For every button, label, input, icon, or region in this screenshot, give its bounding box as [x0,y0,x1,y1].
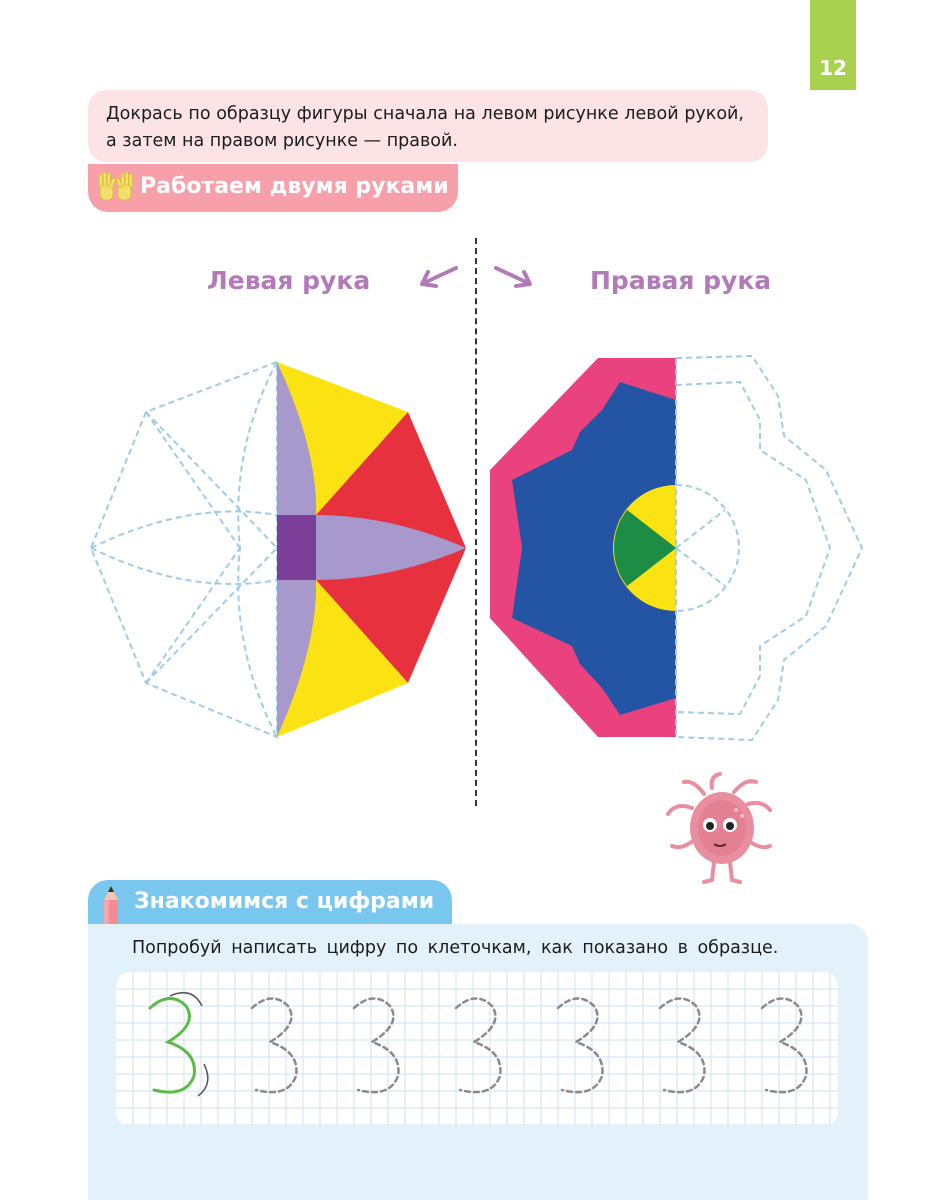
right-figure [490,354,864,742]
section-title: Работаем двумя руками [140,174,449,199]
section-title: Знакомимся с цифрами [134,889,435,914]
task-text: Попробуй написать цифру по клеточкам, ка… [132,938,779,958]
monster-character [666,772,772,884]
trace-digit[interactable] [250,997,298,1094]
trace-digit[interactable] [658,997,706,1094]
stroke-direction-arrow [197,1063,209,1097]
hands-icon [98,171,133,201]
trace-digit[interactable] [352,997,400,1094]
right-arrow-icon [494,266,532,288]
trace-digit[interactable] [454,997,502,1094]
section-two-hands: Работаем двумя руками [88,164,458,212]
trace-digit[interactable] [760,997,808,1094]
trace-digit[interactable] [556,997,604,1094]
writing-grid[interactable] [116,972,838,1126]
instruction-text: Докрась по образцу фигуры сначала на лев… [88,90,768,162]
stroke-direction-arrow [169,991,203,1007]
left-arrow-icon [420,266,458,288]
left-figure [89,360,466,739]
left-hand-label: Левая рука [207,266,371,295]
pencil-icon [104,886,118,926]
right-hand-label: Правая рука [590,266,772,295]
page-number: 12 [819,56,847,80]
page-number-tab [810,0,856,90]
center-divider [475,238,477,806]
section-numbers: Знакомимся с цифрами [88,880,452,926]
sample-digit [148,997,196,1094]
